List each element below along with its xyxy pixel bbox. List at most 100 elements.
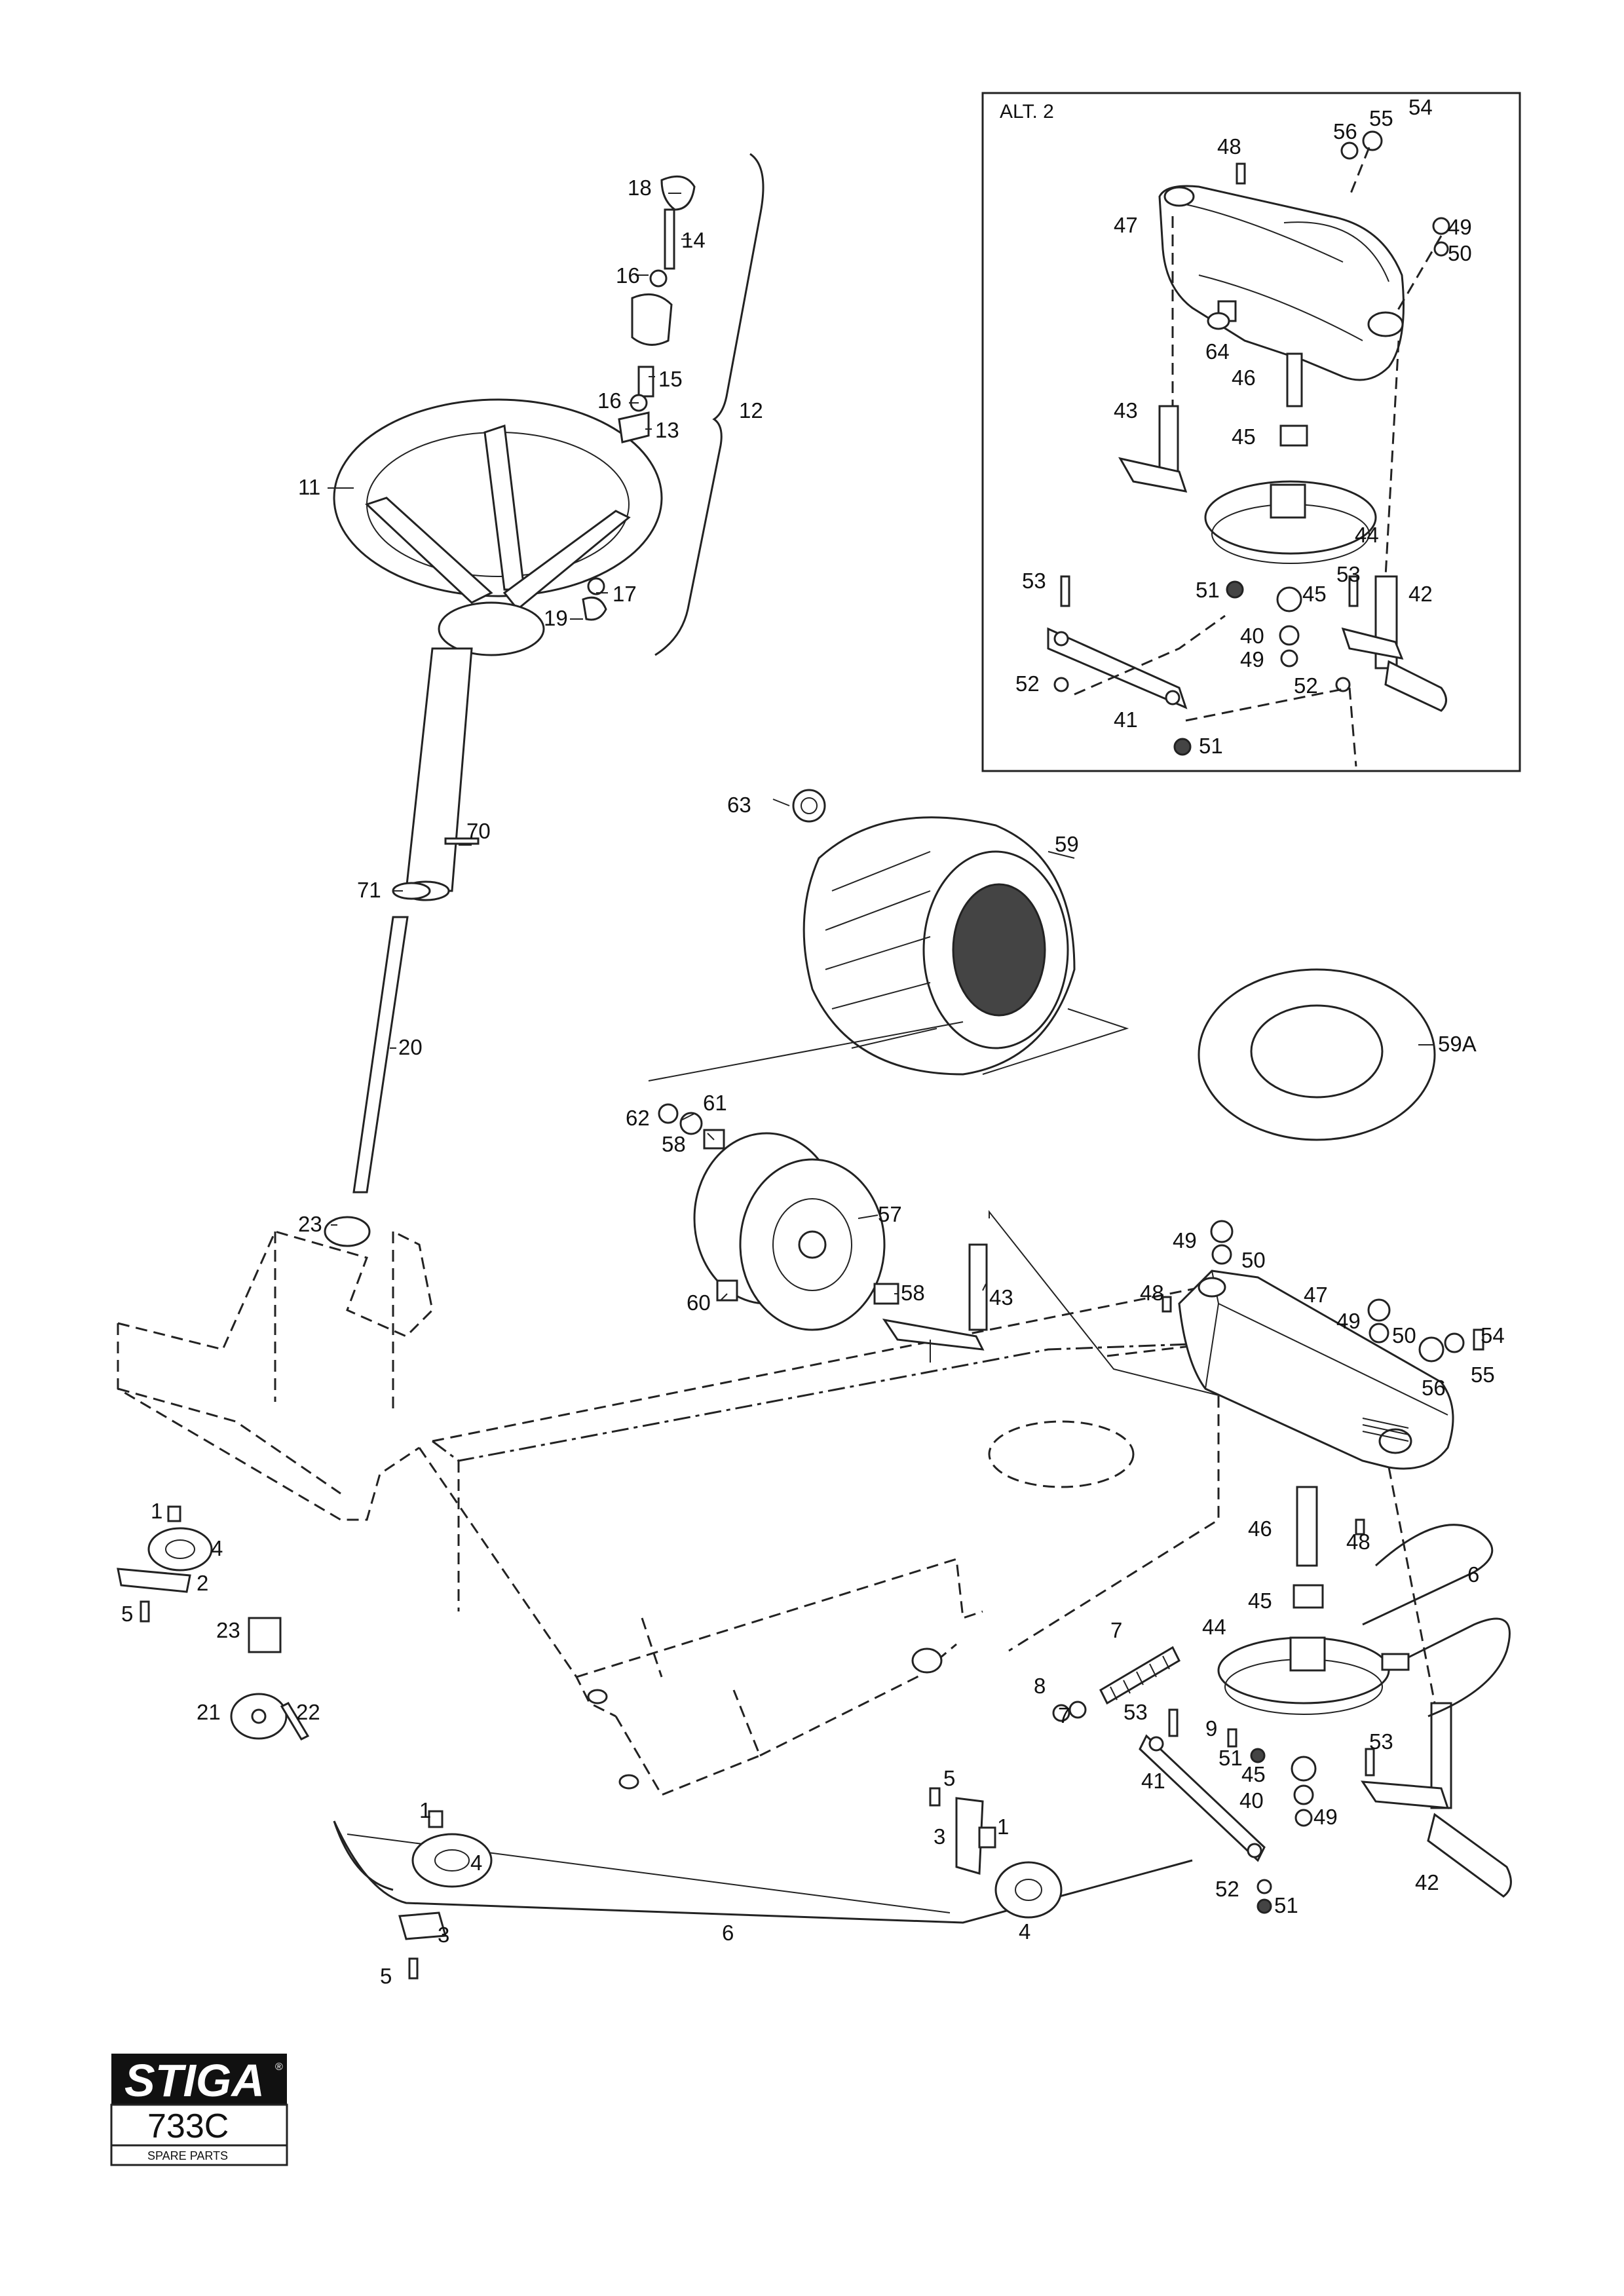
label-5-left-top: 5 [121, 1602, 133, 1626]
label-50-main-right: 50 [1392, 1323, 1416, 1347]
label-49-main-bottom: 49 [1313, 1805, 1338, 1829]
inset-dashed-guides [1074, 147, 1443, 767]
label-54-inset: 54 [1408, 95, 1433, 119]
nut-washer-8-9 [1052, 1701, 1087, 1722]
gearbox-housing [1178, 1270, 1454, 1470]
label-9: 8 [1034, 1674, 1046, 1698]
steering-wheel [333, 398, 663, 656]
label-3-belt-right: 3 [934, 1824, 945, 1849]
label-53-main-left: 53 [1124, 1700, 1148, 1724]
label-11: 11 [298, 475, 320, 499]
label-58-top: 58 [662, 1132, 686, 1156]
label-3-belt-left: 3 [438, 1923, 449, 1947]
cable-6 [1362, 1524, 1511, 1718]
pulley-hardware [1168, 1708, 1375, 1914]
tire [803, 816, 1076, 1076]
label-53-inset-left: 53 [1022, 569, 1046, 593]
spare-parts-box: SPARE PARTS [110, 2144, 288, 2166]
label-45-main-top: 45 [1248, 1589, 1272, 1613]
label-5-belt-right: 5 [943, 1766, 955, 1790]
bracket-12 [654, 153, 765, 656]
label-47-inset: 47 [1114, 213, 1138, 237]
label-46-main: 46 [1248, 1516, 1272, 1541]
label-49-main-top: 49 [1173, 1228, 1197, 1252]
chassis-frame [117, 1230, 1246, 1796]
label-10: 9 [1205, 1716, 1217, 1741]
label-2: 2 [197, 1571, 208, 1595]
alt-panel-title: ALT. 2 [1000, 101, 1054, 122]
alt-panel-frame [981, 92, 1521, 772]
label-47-main: 47 [1304, 1283, 1328, 1307]
label-59A: 59A [1438, 1032, 1477, 1056]
label-53-inset-right: 53 [1336, 562, 1361, 586]
label-40-main: 40 [1239, 1788, 1264, 1813]
wheel-rim [693, 1132, 886, 1331]
tie-rod-41 [1139, 1734, 1266, 1862]
label-59: 59 [1055, 832, 1079, 856]
label-21: 21 [197, 1700, 221, 1724]
label-53-main-right: 53 [1369, 1729, 1393, 1754]
label-17: 17 [613, 582, 637, 606]
label-13: 13 [655, 418, 679, 442]
label-41-main: 41 [1141, 1769, 1165, 1793]
inset-pulley [1204, 480, 1377, 564]
label-23-lower: 23 [216, 1618, 240, 1642]
label-4-belt-left: 4 [470, 1851, 482, 1875]
label-43-inset: 43 [1114, 398, 1138, 423]
label-49-main-right: 49 [1336, 1309, 1361, 1333]
inset-small-parts [1053, 130, 1450, 756]
label-48-inset: 48 [1217, 134, 1241, 159]
label-45-inset-bottom: 45 [1302, 582, 1327, 606]
label-46-inset: 46 [1232, 366, 1256, 390]
inset-steering-arm-right [1341, 575, 1447, 712]
label-50-inset-top: 50 [1448, 241, 1472, 265]
label-62: 62 [626, 1106, 650, 1130]
label-7: 7 [1110, 1618, 1122, 1642]
label-51-main: 51 [1218, 1746, 1243, 1770]
label-58-bottom: 58 [901, 1281, 925, 1305]
label-20: 20 [398, 1035, 423, 1059]
label-64: 64 [1205, 339, 1230, 364]
model-number: 733C [147, 2107, 229, 2145]
label-42-inset: 42 [1408, 582, 1433, 606]
label-44-main: 44 [1202, 1615, 1226, 1639]
label-51-inset-top: 51 [1196, 578, 1220, 602]
label-6-cable: 6 [1467, 1562, 1479, 1587]
label-54-main: 54 [1481, 1323, 1505, 1347]
label-60: 60 [687, 1290, 711, 1315]
label-14: 14 [681, 228, 706, 252]
label-41-inset: 41 [1114, 707, 1138, 732]
inset-steering-arm-left [1118, 405, 1188, 493]
steering-spindle-43 [882, 1243, 988, 1363]
label-44-inset: 44 [1355, 523, 1379, 547]
idler-pulley-left-top [117, 1505, 213, 1623]
label-4-left-top: 4 [211, 1536, 223, 1560]
label-48-main-top: 48 [1140, 1281, 1164, 1305]
label-70: 70 [466, 819, 491, 843]
label-55-inset: 55 [1369, 106, 1393, 130]
label-51-inset-bottom: 51 [1199, 734, 1223, 758]
label-1-belt-left: 1 [419, 1798, 431, 1822]
label-48-main-bottom: 48 [1346, 1530, 1370, 1554]
label-40-inset: 40 [1240, 624, 1264, 648]
label-16-top: 16 [616, 263, 640, 288]
idler-pulley-left-mid [230, 1617, 310, 1741]
steering-arm-42 [1361, 1702, 1512, 1898]
inset-tie-rod [1047, 627, 1188, 709]
label-15: 15 [658, 367, 683, 391]
inset-gearbox-housing [1158, 185, 1405, 381]
label-1-belt-right: 1 [997, 1815, 1009, 1839]
label-6-belt: 6 [722, 1921, 734, 1945]
label-71: 71 [357, 878, 381, 902]
label-57: 57 [878, 1202, 902, 1226]
registered-mark: ® [275, 2061, 283, 2073]
stiga-logo: STIGA ® [111, 2054, 287, 2106]
wheel-axle-parts [324, 1103, 899, 1305]
label-63: 63 [727, 793, 751, 817]
label-22: 22 [296, 1700, 320, 1724]
label-52-main: 52 [1215, 1877, 1239, 1901]
spare-parts-label: SPARE PARTS [147, 2149, 228, 2162]
hub-cap [792, 789, 826, 823]
stiga-logo-text: STIGA [124, 2055, 265, 2106]
